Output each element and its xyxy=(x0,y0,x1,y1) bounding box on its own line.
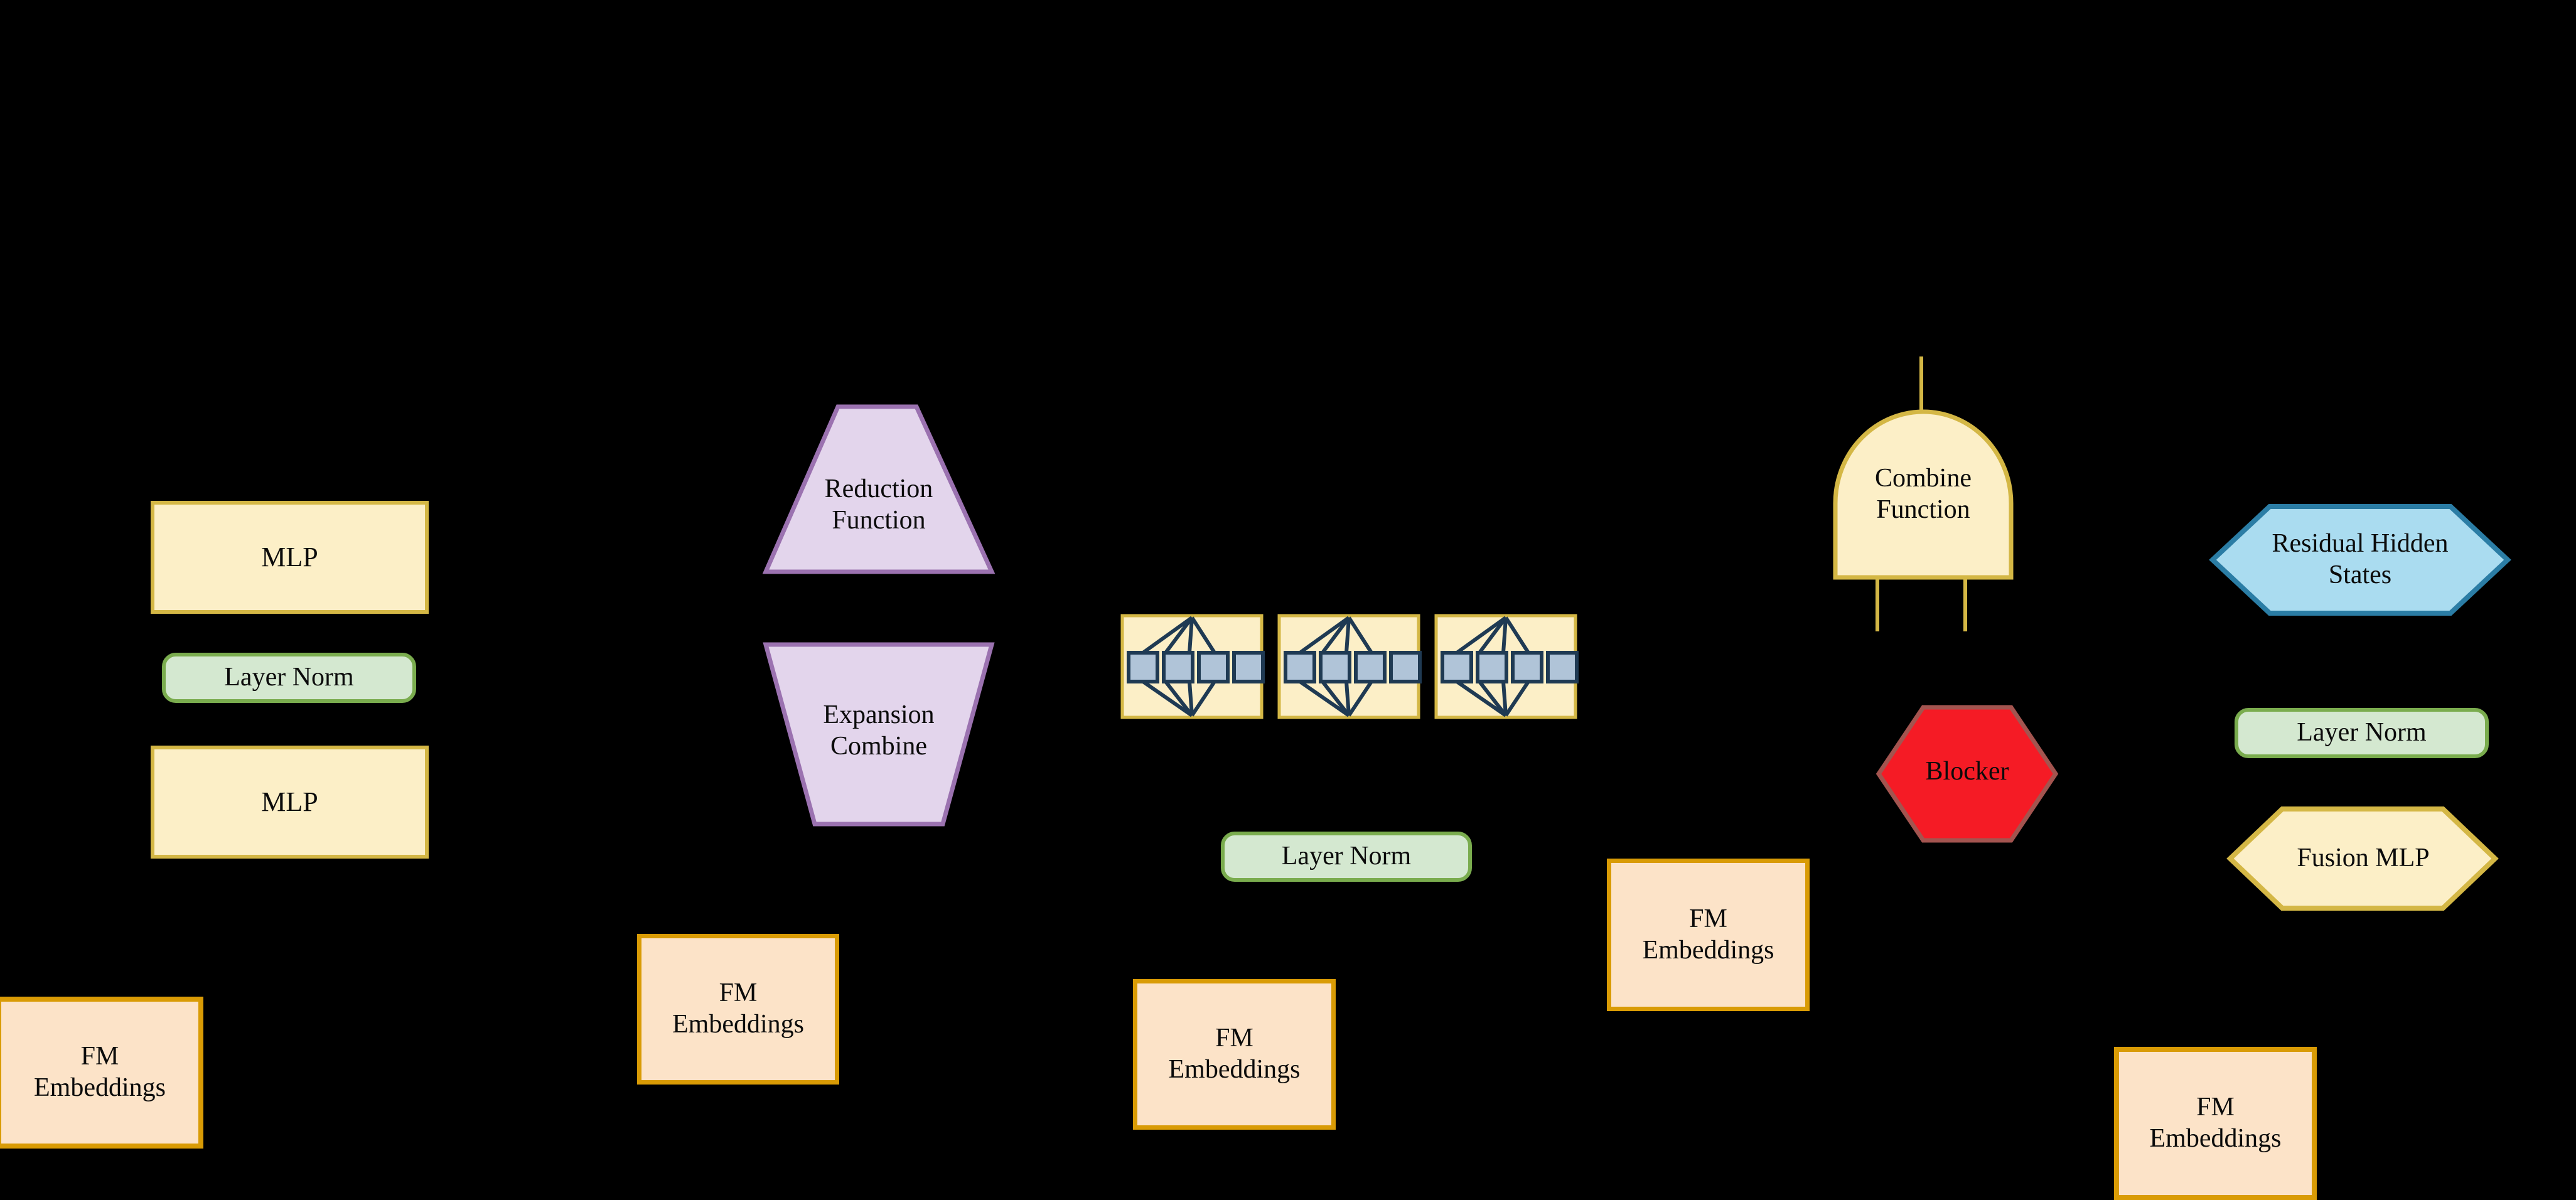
graph-block-1[interactable] xyxy=(1120,614,1265,719)
fusion-mlp-shape[interactable] xyxy=(2226,806,2499,911)
residual-hidden-states-shape[interactable] xyxy=(2209,503,2511,616)
fm-embeddings-box-2[interactable]: FM Embeddings xyxy=(637,934,839,1085)
graph-block-3[interactable] xyxy=(1434,614,1579,719)
layer-norm-box-3[interactable]: Layer Norm xyxy=(2235,708,2489,758)
combine-function-top-connector xyxy=(1919,356,1923,414)
blocker-shape[interactable] xyxy=(1876,704,2059,844)
layer-norm-box-1[interactable]: Layer Norm xyxy=(162,653,416,703)
layer-norm-box-2[interactable]: Layer Norm xyxy=(1221,832,1472,882)
expansion-combine-shape[interactable] xyxy=(759,641,998,828)
fm-embeddings-box-1[interactable]: FM Embeddings xyxy=(0,997,203,1149)
fm-embeddings-box-5[interactable]: FM Embeddings xyxy=(2114,1047,2317,1200)
combine-function-leg-left xyxy=(1876,576,1879,631)
reduction-function-shape[interactable] xyxy=(759,404,998,576)
mlp-top-box[interactable]: MLP xyxy=(151,501,429,614)
fm-embeddings-box-4[interactable]: FM Embeddings xyxy=(1607,859,1810,1011)
graph-block-2[interactable] xyxy=(1277,614,1422,719)
combine-function-shape[interactable] xyxy=(1832,409,2015,580)
mlp-bottom-box[interactable]: MLP xyxy=(151,746,429,859)
combine-function-leg-right xyxy=(1963,576,1967,631)
fm-embeddings-box-3[interactable]: FM Embeddings xyxy=(1133,979,1336,1130)
